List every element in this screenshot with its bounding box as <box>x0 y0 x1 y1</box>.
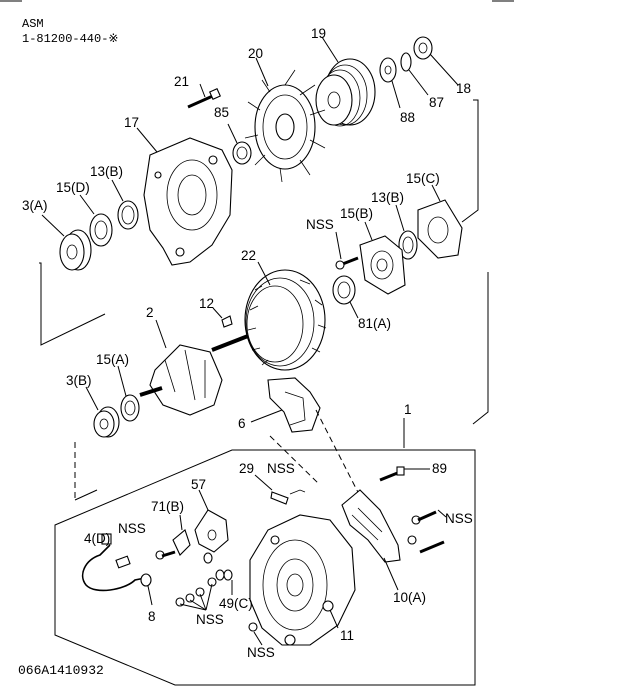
callout-29: 29 <box>239 461 254 476</box>
callout-18: 18 <box>456 81 471 96</box>
callout-71b: 71(B) <box>151 499 184 514</box>
callout-3a: 3(A) <box>22 198 48 213</box>
terminal-plate-part <box>194 489 229 553</box>
callout-1: 1 <box>404 402 412 417</box>
callout-13b-right: 13(B) <box>371 190 404 205</box>
assembly-part-number: 1-81200-440-※ <box>22 32 118 46</box>
wire-harness-part <box>81 533 146 592</box>
spacer-81a-part <box>332 275 359 319</box>
screw-nss-upper-part <box>335 231 359 270</box>
small-nuts-group <box>175 552 225 611</box>
cover-plate-a-part <box>117 365 140 422</box>
washer-part <box>379 57 401 109</box>
callout-19: 19 <box>311 26 326 41</box>
callout-15a: 15(A) <box>96 352 129 367</box>
callout-3b: 3(B) <box>66 373 92 388</box>
nut-8-part <box>140 573 153 606</box>
callout-20: 20 <box>248 46 263 61</box>
retainer-ring-right-part <box>395 204 418 260</box>
retainer-ring-left-part <box>111 179 139 230</box>
through-bolt-part <box>187 83 222 109</box>
screw-nss-left-part <box>155 550 176 560</box>
callout-15b: 15(B) <box>340 206 373 221</box>
cover-plate-d-part <box>79 194 113 247</box>
callout-4d: 4(D) <box>84 531 110 546</box>
assembly-label: ASM <box>22 17 44 31</box>
callout-17: 17 <box>124 115 139 130</box>
stator-part <box>244 261 327 371</box>
callout-2: 2 <box>146 305 154 320</box>
callout-15d: 15(D) <box>56 180 90 195</box>
insulator-49c-part <box>223 569 233 595</box>
clip-71b-part <box>172 514 191 556</box>
assembly-boundary-outline <box>54 418 476 686</box>
callout-13b-left: 13(B) <box>90 164 123 179</box>
cover-plate-c-part <box>417 184 463 259</box>
pulley-part <box>315 36 376 127</box>
callout-57: 57 <box>191 477 206 492</box>
callout-nss-upper: NSS <box>306 217 334 232</box>
bearing-retainer-b-part <box>359 221 406 295</box>
screw-nss-bottom-part <box>248 622 263 646</box>
drawing-code: 066A1410932 <box>18 663 104 678</box>
nut-part <box>413 36 459 86</box>
callout-22: 22 <box>241 248 256 263</box>
callout-6: 6 <box>238 416 246 431</box>
long-bolt-part <box>379 466 430 482</box>
callout-49c: 49(C) <box>219 596 253 611</box>
regulator-part <box>250 377 321 433</box>
callout-89: 89 <box>432 461 447 476</box>
callout-87: 87 <box>429 95 444 110</box>
front-bearing-part <box>41 214 92 271</box>
callout-nss-nuts: NSS <box>196 612 224 627</box>
fan-part <box>244 57 326 183</box>
callout-nss-29: NSS <box>267 461 295 476</box>
woodruff-key-part <box>212 307 233 328</box>
callout-nss-right: NSS <box>445 511 473 526</box>
spacer-ring-part <box>227 123 252 165</box>
callout-21: 21 <box>174 74 189 89</box>
terminal-screw-part <box>254 474 306 505</box>
rotor-part <box>139 319 249 416</box>
callout-nss-bottom: NSS <box>247 645 275 660</box>
callout-12: 12 <box>199 296 214 311</box>
callout-nss-left: NSS <box>118 521 146 536</box>
callout-8: 8 <box>148 609 156 624</box>
front-housing-part <box>136 127 233 266</box>
spring-washer-part <box>400 52 429 96</box>
callout-15c: 15(C) <box>406 171 440 186</box>
screws-nss-right-part <box>407 509 447 554</box>
callout-85: 85 <box>214 105 229 120</box>
rear-housing-part <box>249 514 356 646</box>
callout-81a: 81(A) <box>358 316 391 331</box>
callout-88: 88 <box>400 110 415 125</box>
callout-10a: 10(A) <box>393 590 426 605</box>
rectifier-part <box>341 489 401 591</box>
rear-bearing-part <box>85 386 120 438</box>
callout-11: 11 <box>340 628 354 643</box>
